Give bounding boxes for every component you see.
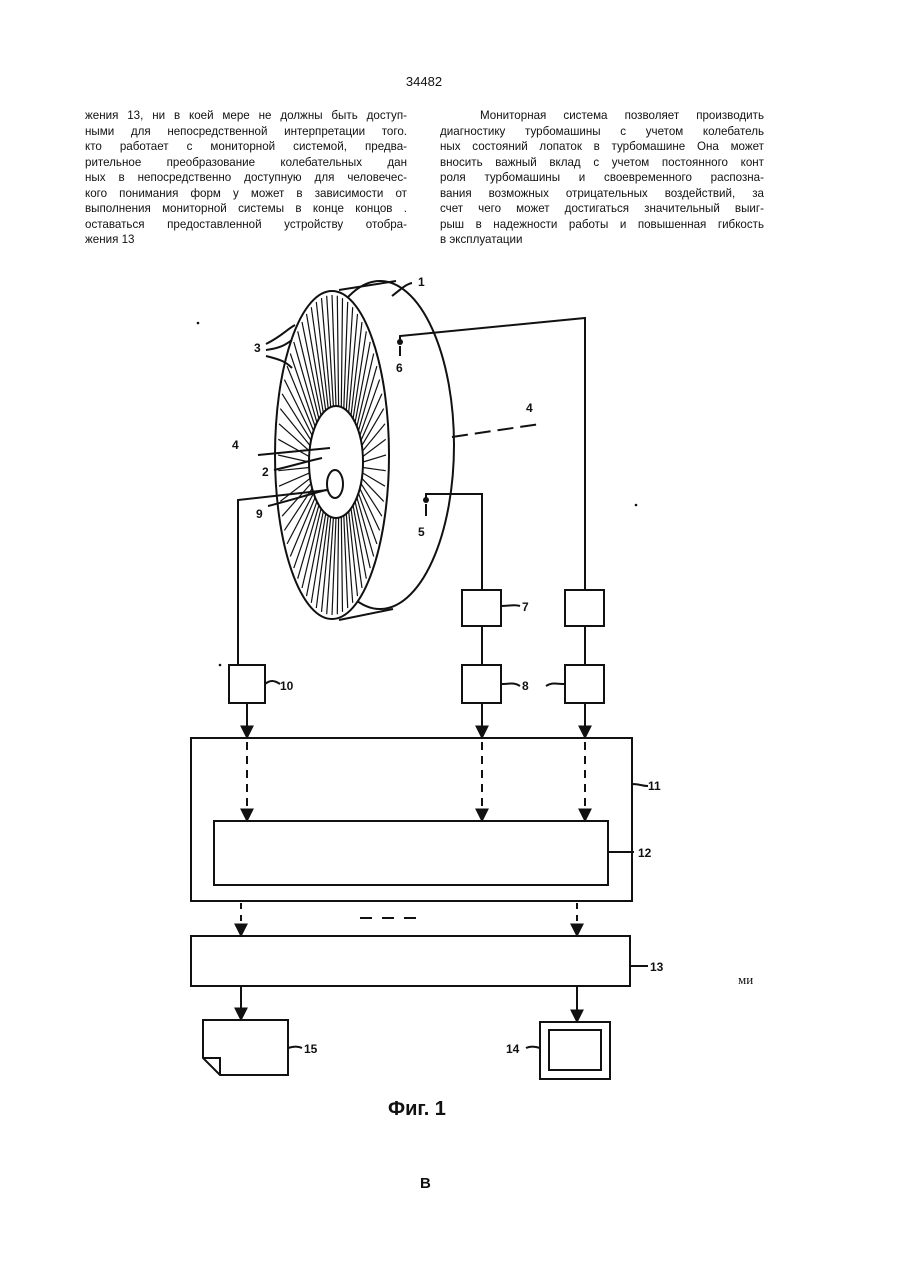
margin-note: ми bbox=[738, 972, 753, 988]
leader-15 bbox=[288, 1047, 302, 1049]
axis-line bbox=[452, 424, 540, 437]
scan-speck bbox=[219, 664, 222, 667]
leader-7 bbox=[501, 605, 520, 606]
wire-sensor-5 bbox=[426, 494, 482, 590]
wire-sensor-6 bbox=[400, 318, 585, 590]
block-7-right bbox=[565, 590, 604, 626]
leader-10 bbox=[265, 681, 280, 684]
sensor-6-dot bbox=[397, 339, 403, 345]
leader-14 bbox=[526, 1047, 540, 1049]
label-9: 9 bbox=[256, 507, 263, 521]
block-8-left bbox=[462, 665, 501, 703]
block-8-right bbox=[565, 665, 604, 703]
label-4b: 4 bbox=[526, 401, 533, 415]
turbine-hub bbox=[309, 406, 363, 518]
scan-speck bbox=[635, 504, 638, 507]
label-1: 1 bbox=[418, 275, 425, 289]
sensor-5-dot bbox=[423, 497, 429, 503]
block-11 bbox=[191, 738, 632, 901]
leader-11 bbox=[632, 784, 648, 786]
label-15: 15 bbox=[304, 1042, 318, 1056]
block-12 bbox=[214, 821, 608, 885]
label-5: 5 bbox=[418, 525, 425, 539]
label-13: 13 bbox=[650, 960, 664, 974]
label-8: 8 bbox=[522, 679, 529, 693]
label-10: 10 bbox=[280, 679, 294, 693]
label-7: 7 bbox=[522, 600, 529, 614]
label-11: 11 bbox=[648, 779, 661, 793]
label-12: 12 bbox=[638, 846, 652, 860]
figure-caption: Фиг. 1 bbox=[388, 1098, 446, 1121]
scan-speck bbox=[197, 322, 200, 325]
block-13 bbox=[191, 936, 630, 986]
label-14: 14 bbox=[506, 1042, 520, 1056]
label-4a: 4 bbox=[232, 438, 239, 452]
label-2: 2 bbox=[262, 465, 269, 479]
label-6: 6 bbox=[396, 361, 403, 375]
leader-8 bbox=[546, 684, 565, 687]
printout-icon bbox=[203, 1020, 288, 1075]
block-7-left bbox=[462, 590, 501, 626]
turbine-shaft bbox=[327, 470, 343, 498]
page-footer-letter: В bbox=[420, 1175, 431, 1192]
monitor-screen bbox=[549, 1030, 601, 1070]
label-3: 3 bbox=[254, 341, 261, 355]
leader-8 bbox=[501, 684, 520, 687]
block-10 bbox=[229, 665, 265, 703]
